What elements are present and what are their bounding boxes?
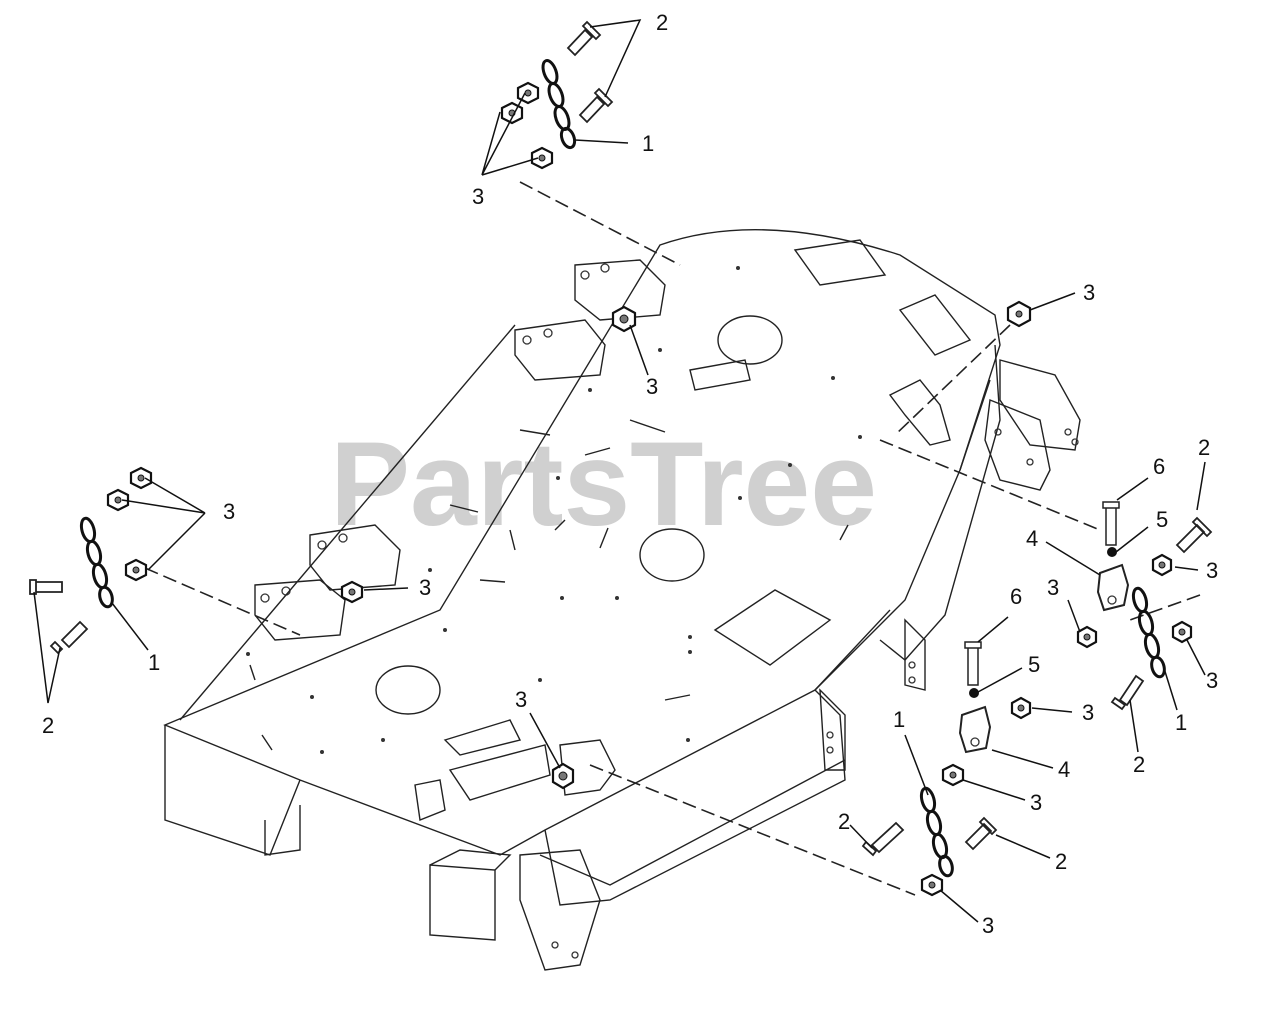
nut-icon bbox=[1006, 300, 1032, 328]
callout-2: 2 bbox=[1055, 849, 1067, 874]
callout-3: 3 bbox=[982, 913, 994, 938]
callout-3: 3 bbox=[1083, 280, 1095, 305]
bolt-icon bbox=[964, 816, 998, 851]
callout-4: 4 bbox=[1026, 526, 1038, 551]
clevis-icon bbox=[1096, 563, 1130, 612]
nut-icon bbox=[106, 488, 130, 512]
chain-icon bbox=[79, 516, 114, 609]
clevis-icon bbox=[958, 705, 992, 754]
nut-icon bbox=[1171, 620, 1193, 644]
callout-2: 2 bbox=[1133, 752, 1145, 777]
pin-bolt-icon bbox=[1102, 501, 1120, 546]
callout-3: 3 bbox=[515, 687, 527, 712]
bolt-icons bbox=[29, 20, 1213, 857]
callout-3: 3 bbox=[223, 499, 235, 524]
callout-6: 6 bbox=[1010, 584, 1022, 609]
callout-labels: 2 1 3 3 3 3 1 2 3 3 6 2 5 4 3 3 3 1 2 6 … bbox=[42, 10, 1218, 938]
callout-1: 1 bbox=[148, 650, 160, 675]
bolt-icon bbox=[566, 20, 602, 57]
nut-icon bbox=[124, 558, 148, 582]
callout-1: 1 bbox=[1175, 710, 1187, 735]
callout-3: 3 bbox=[472, 184, 484, 209]
nut-icon bbox=[530, 146, 554, 170]
nut-icon bbox=[129, 466, 153, 490]
bolt-icon bbox=[578, 87, 614, 124]
nut-icon bbox=[611, 305, 637, 333]
callout-5: 5 bbox=[1156, 507, 1168, 532]
nut-icon bbox=[920, 873, 944, 897]
washer-icon bbox=[1107, 547, 1117, 557]
nut-icon bbox=[340, 580, 364, 604]
nut-icon bbox=[941, 763, 965, 787]
mower-deck bbox=[163, 228, 1081, 971]
callout-6: 6 bbox=[1153, 454, 1165, 479]
callout-2: 2 bbox=[656, 10, 668, 35]
nut-icon bbox=[551, 762, 575, 790]
chain-icon bbox=[541, 59, 577, 150]
callout-3: 3 bbox=[1047, 575, 1059, 600]
chain-icon bbox=[1131, 586, 1166, 679]
bolt-icon bbox=[1175, 516, 1213, 554]
bolt-icon bbox=[861, 821, 905, 857]
bolt-icon bbox=[29, 579, 63, 595]
callout-2: 2 bbox=[1198, 435, 1210, 460]
callout-2: 2 bbox=[42, 713, 54, 738]
callout-3: 3 bbox=[646, 374, 658, 399]
callout-3: 3 bbox=[1206, 558, 1218, 583]
nut-icon bbox=[1076, 625, 1098, 649]
watermark: PartsTree bbox=[330, 417, 877, 551]
callout-3: 3 bbox=[1030, 790, 1042, 815]
nut-icon bbox=[1010, 696, 1032, 720]
pin-bolt-icon bbox=[964, 641, 982, 686]
callout-4: 4 bbox=[1058, 757, 1070, 782]
callout-3: 3 bbox=[1082, 700, 1094, 725]
assembly-dash-lines bbox=[144, 181, 1201, 896]
nut-icon bbox=[1151, 553, 1173, 577]
bolt-icon bbox=[49, 620, 89, 655]
washer-icon bbox=[969, 688, 979, 698]
chain-icon bbox=[919, 786, 954, 878]
leader-lines bbox=[33, 19, 1206, 923]
callout-1: 1 bbox=[893, 707, 905, 732]
callout-3: 3 bbox=[1206, 668, 1218, 693]
callout-3: 3 bbox=[419, 575, 431, 600]
bolt-icon bbox=[1110, 674, 1145, 711]
callout-5: 5 bbox=[1028, 652, 1040, 677]
callout-2: 2 bbox=[838, 809, 850, 834]
nut-icons bbox=[106, 81, 1193, 897]
callout-1: 1 bbox=[642, 131, 654, 156]
